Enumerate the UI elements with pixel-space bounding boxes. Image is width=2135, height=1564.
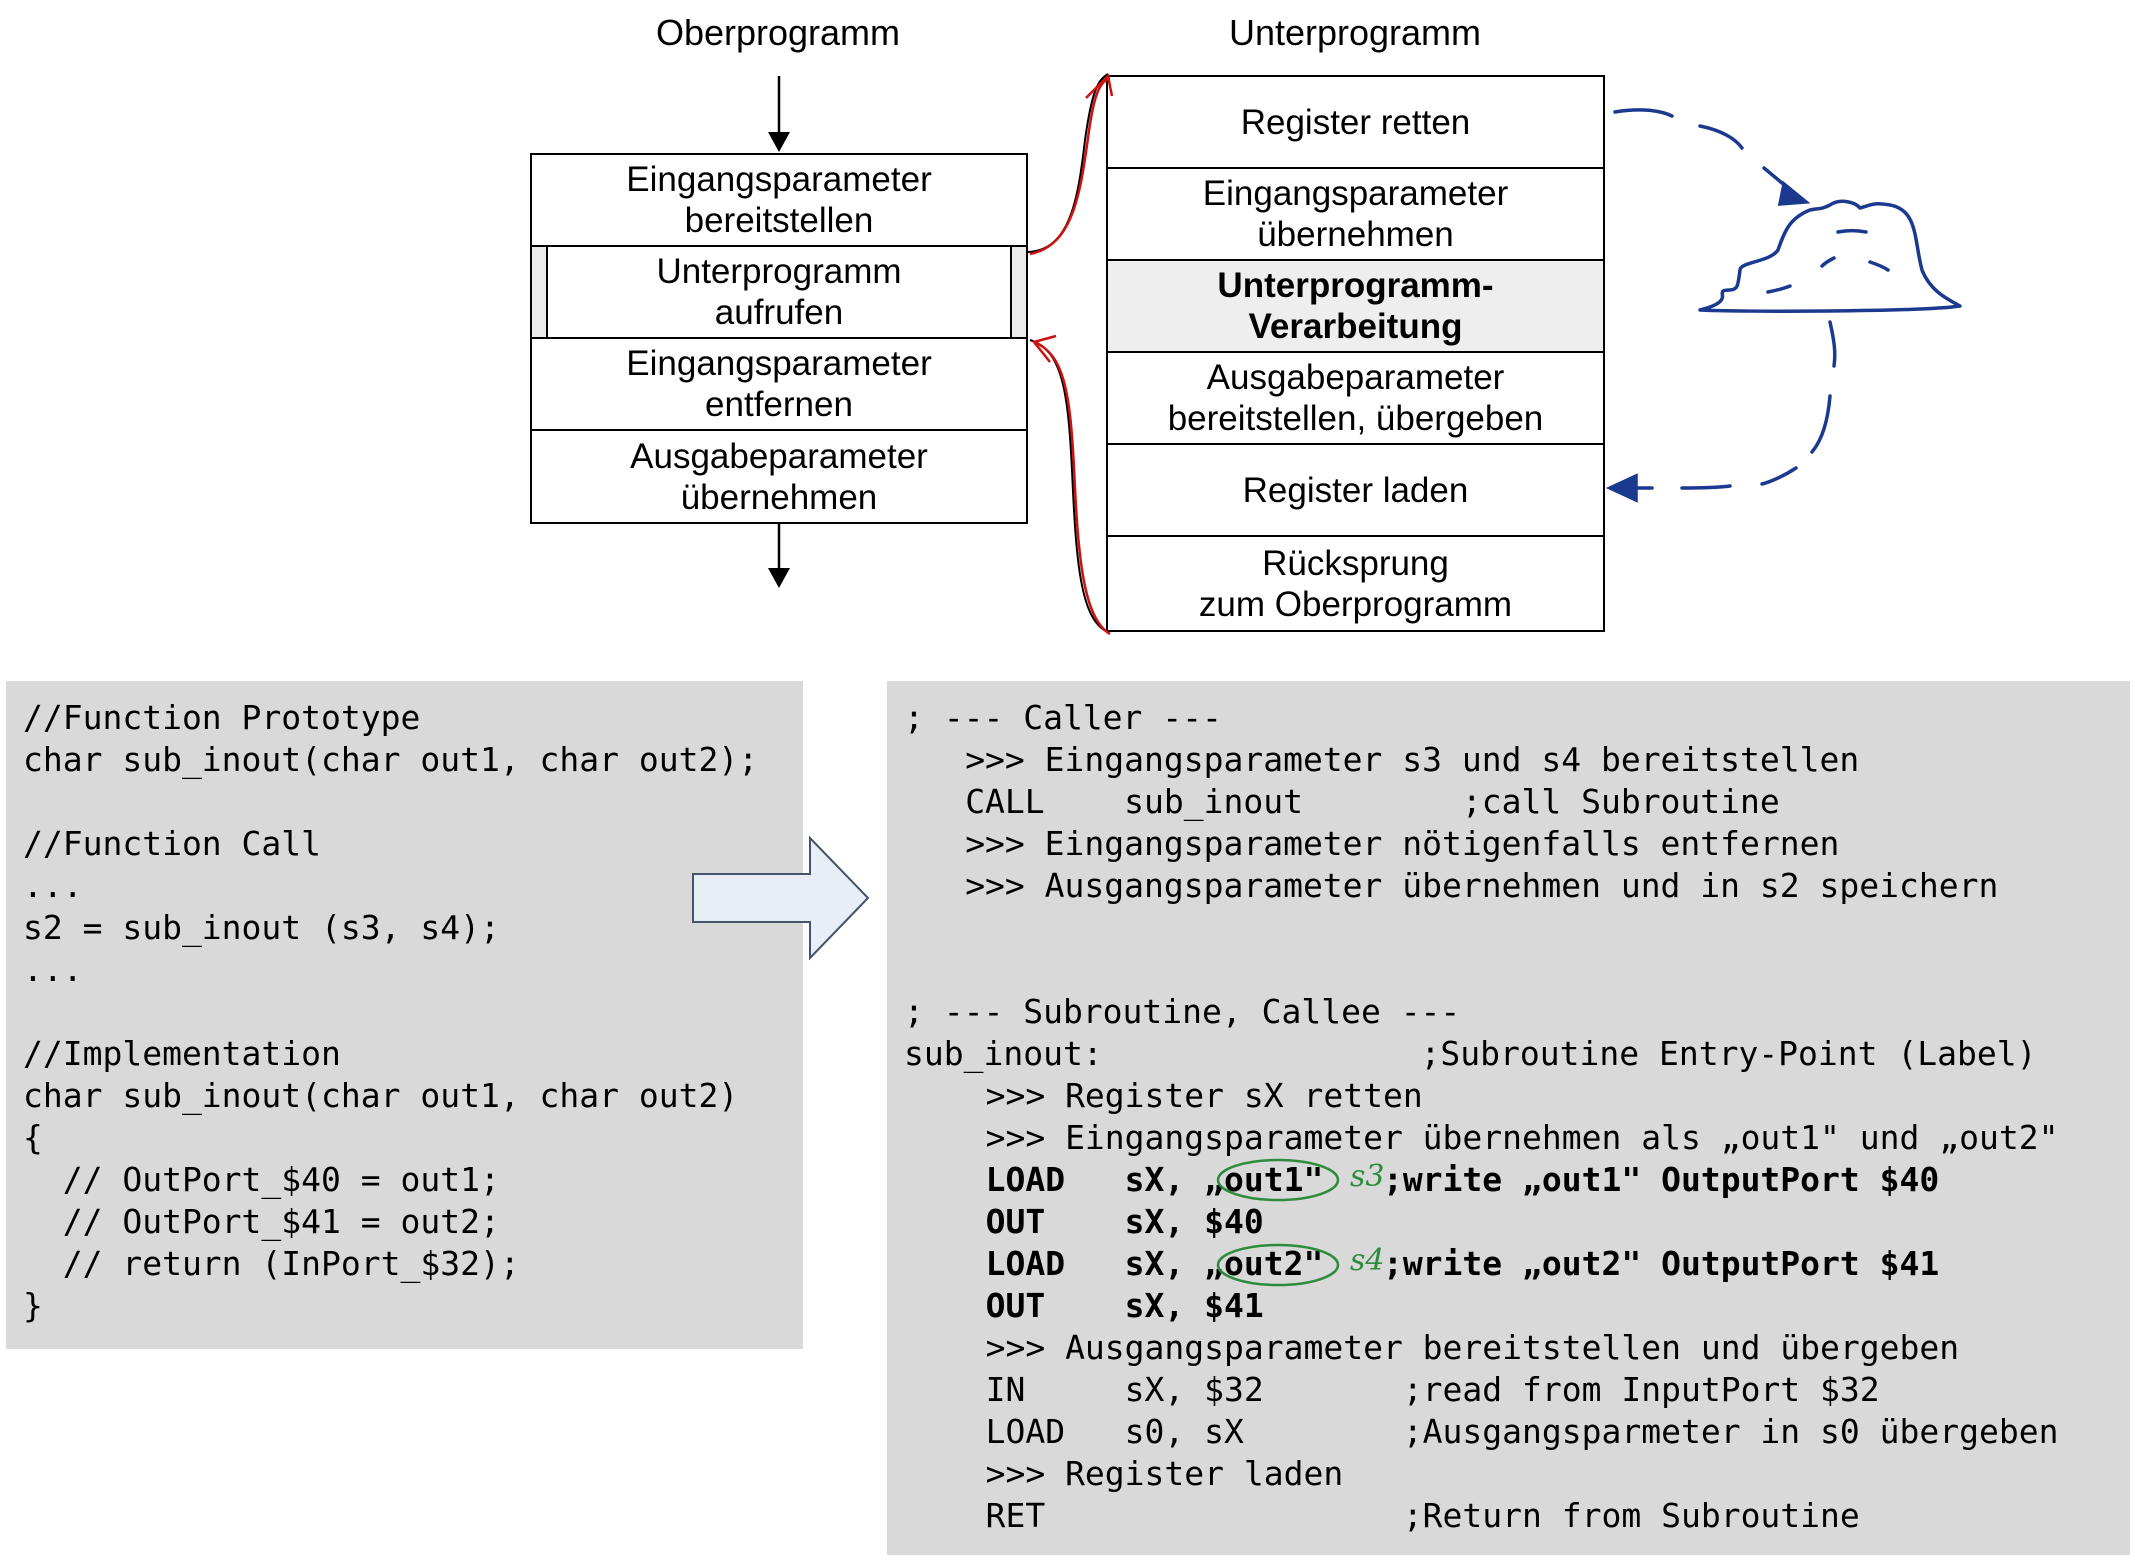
asm-code-line: OUT sX, $41 <box>985 1286 1264 1325</box>
callee-step-label: Eingangsparameter übernehmen <box>1202 174 1509 254</box>
asm-code-line: IN sX, $32 ;read from InputPort $32 <box>985 1370 1880 1409</box>
caller-exit-arrow <box>768 524 790 588</box>
callee-step-return: Rücksprung zum Oberprogramm <box>1106 535 1605 632</box>
c-code-line: //Function Call <box>23 824 322 863</box>
callee-step-load-registers: Register laden <box>1106 443 1605 537</box>
handwritten-annotations <box>1216 1158 1340 1287</box>
asm-code-line: >>> Register laden <box>985 1454 1344 1493</box>
callee-step-take-params: Eingangsparameter übernehmen <box>1106 167 1605 261</box>
call-connector <box>1027 73 1114 256</box>
c-code-line: //Implementation <box>23 1034 341 1073</box>
asm-code-line: ; --- Caller --- <box>904 698 1222 737</box>
callee-step-save-registers: Register retten <box>1106 75 1605 169</box>
asm-code-line: >>> Eingangsparameter s3 und s4 bereitst… <box>965 740 1860 779</box>
callee-title: Unterprogramm <box>1228 12 1482 53</box>
caller-step-remove-params: Eingangsparameter entfernen <box>530 337 1028 431</box>
caller-step-call-subroutine: Unterprogramm aufrufen <box>530 245 1028 339</box>
asm-code-line: >>> Register sX retten <box>985 1076 1423 1115</box>
circle-out2 <box>1216 1243 1340 1287</box>
asm-code-line: RET ;Return from Subroutine <box>985 1496 1860 1535</box>
c-code-line: s2 = sub_inout (s3, s4); <box>23 908 500 947</box>
asm-code-line: >>> Ausgangsparameter übernehmen und in … <box>965 866 1999 905</box>
caller-step-label: Ausgabeparameter übernehmen <box>630 436 928 517</box>
asm-code-line: LOAD sX, „out1" ;write „out1" OutputPort… <box>985 1160 1940 1199</box>
asm-code-line: sub_inout: ;Subroutine Entry-Point (Labe… <box>904 1034 2037 1073</box>
translate-arrow <box>692 835 870 961</box>
asm-code-line: LOAD s0, sX ;Ausgangsparmeter in s0 über… <box>985 1412 2059 1451</box>
caller-title: Oberprogramm <box>655 12 901 53</box>
annotation-s4: s4 <box>1350 1243 1384 1278</box>
callee-step-label: Ausgabeparameter bereitstellen, übergebe… <box>1167 358 1544 438</box>
c-code-line: // OutPort_$41 = out2; <box>23 1202 500 1241</box>
asm-code-line: >>> Eingangsparameter übernehmen als „ou… <box>985 1118 2059 1157</box>
caller-step-provide-params: Eingangsparameter bereitstellen <box>530 153 1028 247</box>
asm-code-line: >>> Ausgangsparameter bereitstellen und … <box>985 1328 1960 1367</box>
caller-step-label: Unterprogramm aufrufen <box>656 252 902 332</box>
asm-code-line: ; --- Subroutine, Callee --- <box>904 992 1461 1031</box>
register-save-loop <box>1605 108 1837 503</box>
asm-code-panel: ; --- Caller --->>> Eingangsparameter s3… <box>887 681 2130 1555</box>
caller-entry-arrow <box>768 76 790 152</box>
asm-code-line: LOAD sX, „out2" ;write „out2" OutputPort… <box>985 1244 1940 1283</box>
circle-out1 <box>1216 1158 1340 1202</box>
asm-code-line: CALL sub_inout ;call Subroutine <box>965 782 1780 821</box>
c-code-line: char sub_inout(char out1, char out2) <box>23 1076 739 1115</box>
annotation-s3: s3 <box>1350 1159 1384 1194</box>
c-code-line: // return (InPort_$32); <box>23 1244 520 1283</box>
callee-step-processing: Unterprogramm- Verarbeitung <box>1106 259 1605 353</box>
caller-step-label: Eingangsparameter entfernen <box>626 344 932 424</box>
return-connector <box>1029 334 1111 636</box>
c-code-line: char sub_inout(char out1, char out2); <box>23 740 759 779</box>
callee-step-label: Register retten <box>1240 102 1471 142</box>
c-code-line: // OutPort_$40 = out1; <box>23 1160 500 1199</box>
caller-step-receive-output: Ausgabeparameter übernehmen <box>530 429 1028 524</box>
c-code-line: ... <box>23 866 83 905</box>
callee-step-label: Unterprogramm- Verarbeitung <box>1217 266 1494 346</box>
caller-step-label: Eingangsparameter bereitstellen <box>626 160 932 240</box>
c-code-line: ... <box>23 950 83 989</box>
asm-code-line: >>> Eingangsparameter nötigenfalls entfe… <box>965 824 1840 863</box>
callee-step-provide-output: Ausgabeparameter bereitstellen, übergebe… <box>1106 351 1605 445</box>
c-code-line: { <box>23 1118 43 1157</box>
memory-stack-icon <box>1698 199 1962 313</box>
asm-code-line: OUT sX, $40 <box>985 1202 1264 1241</box>
c-code-line: } <box>23 1286 43 1325</box>
callee-step-label: Register laden <box>1242 470 1469 510</box>
c-code-line: //Function Prototype <box>23 698 421 737</box>
callee-step-label: Rücksprung zum Oberprogramm <box>1198 543 1513 624</box>
